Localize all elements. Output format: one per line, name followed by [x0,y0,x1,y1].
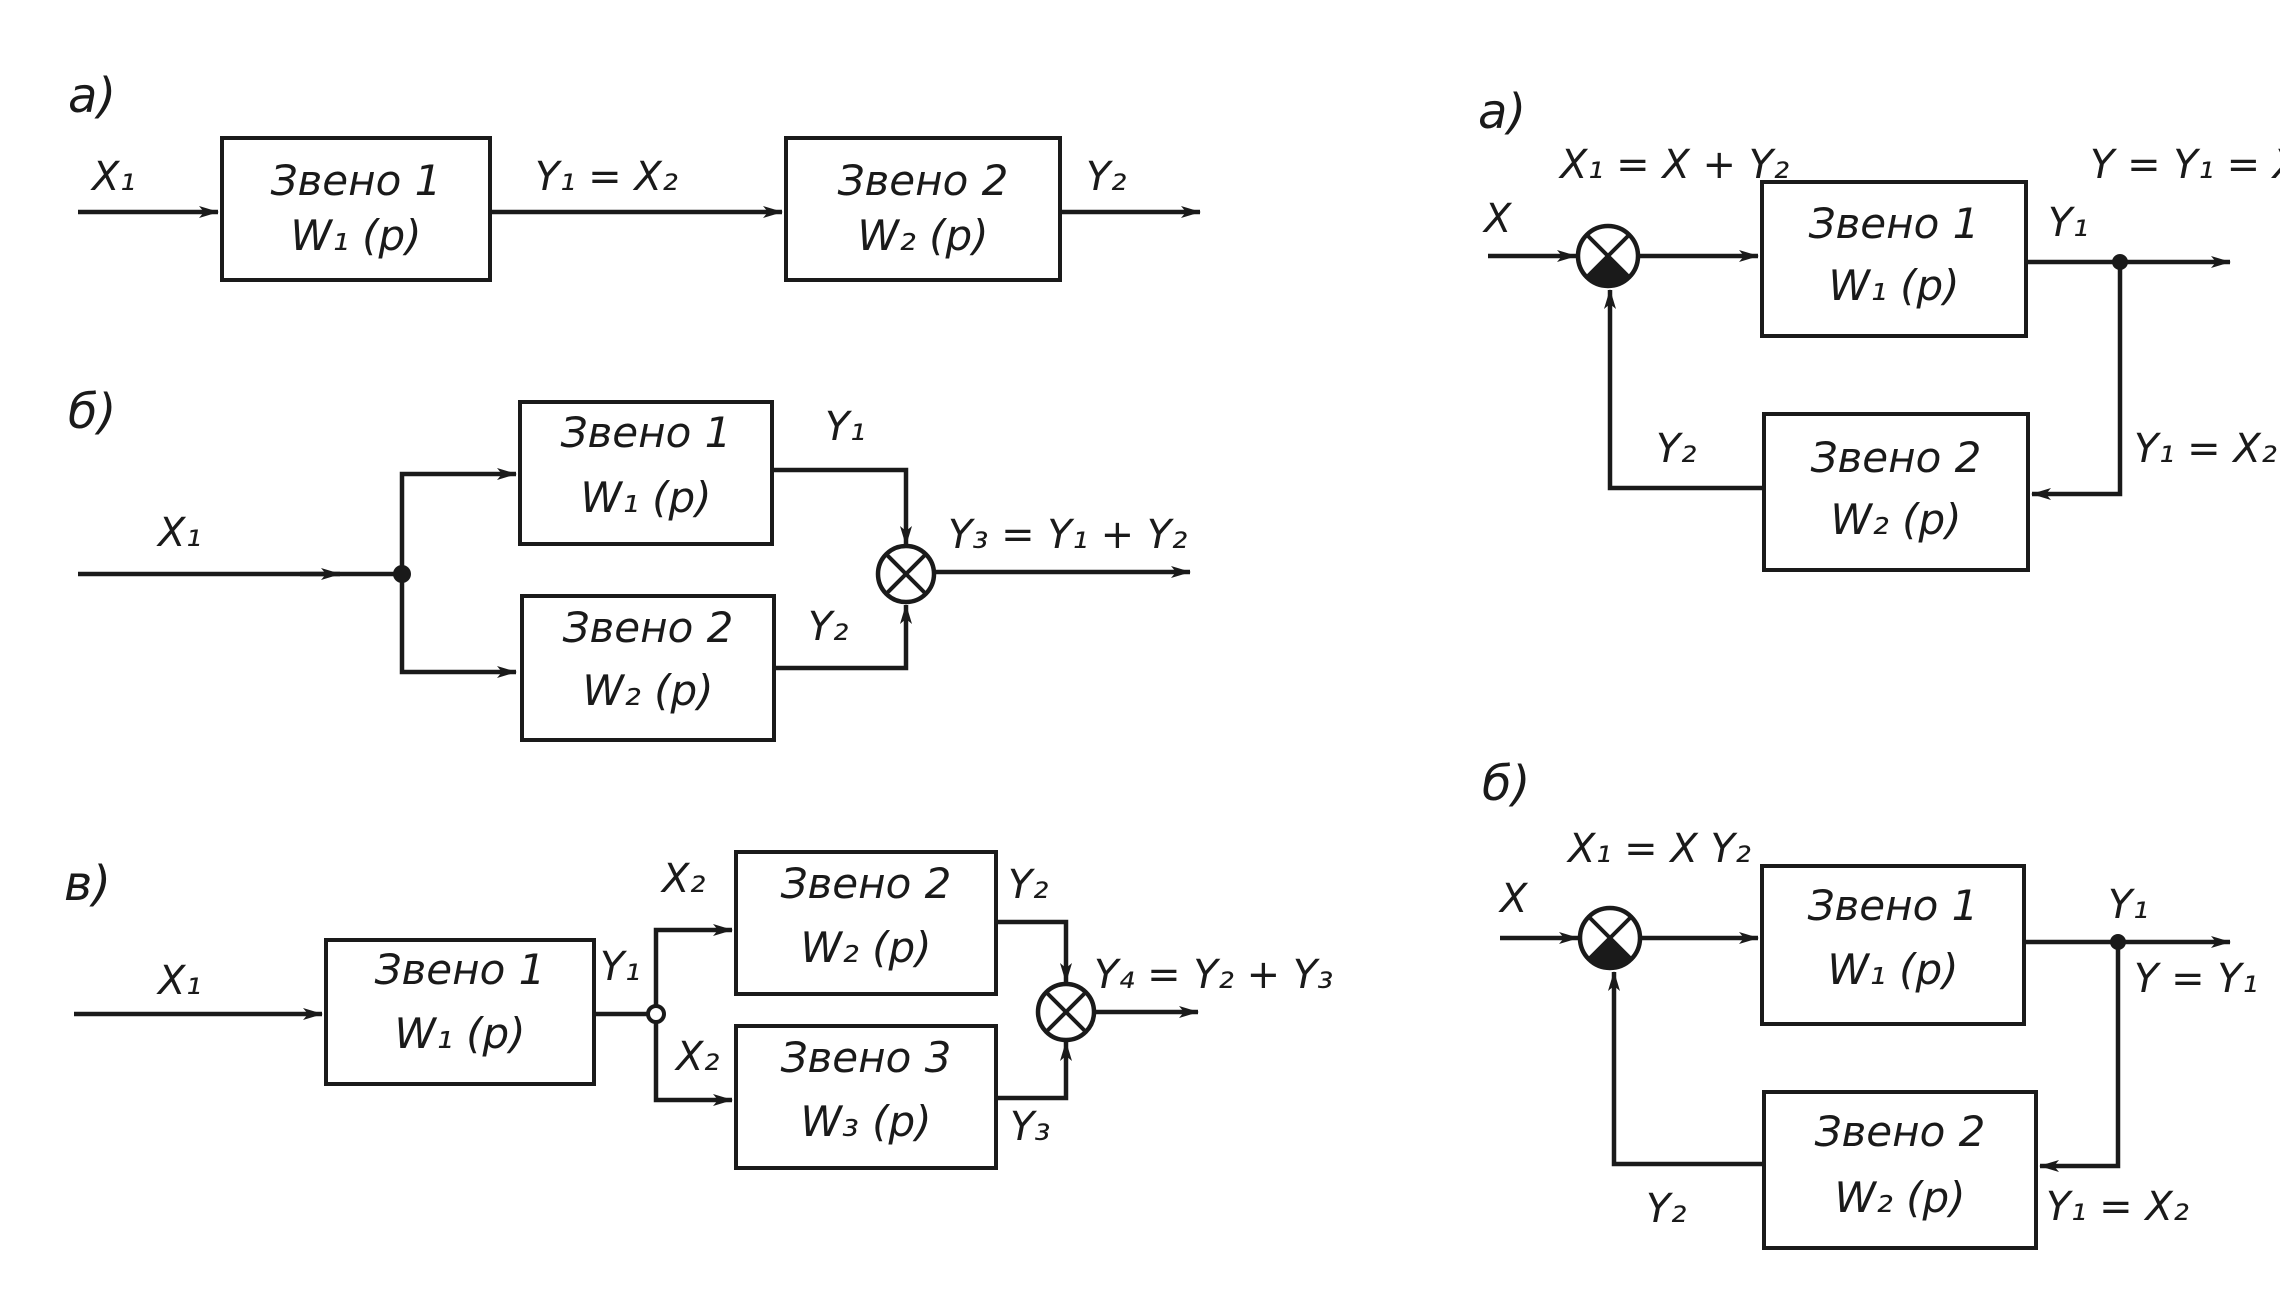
fba-block-2 [1762,412,2030,572]
tag-fa: а) [1478,84,1526,140]
fbb-block-2-tf: W₂ (p) [1834,1173,1965,1222]
mixed-block-2-tf: W₂ (p) [800,923,931,972]
mixed-y2-label: Y₂ [1008,862,1048,908]
parallel-summator-cross-b [884,552,928,596]
mixed-connection: в) X₁ Звено 1 W₁ (p) Y₁ X₂ X₂ Звено 2 W₂… [64,850,1333,1170]
mixed-branch-point [646,1004,666,1024]
fbb-block-1-name: Звено 1 [1808,881,1979,930]
series-block-1-tf: W₁ (p) [290,211,421,260]
series-block-1 [220,136,492,282]
fbb-feedback-input-label: Y₁ = X₂ [2046,1184,2189,1230]
fba-y2-label: Y₂ [1656,426,1696,472]
mixed-block-1 [324,938,596,1086]
fba-feedback-input-label: Y₁ = X₂ [2134,426,2277,472]
tag-v: в) [64,856,111,912]
fbb-input-label: X [1498,876,1529,922]
parallel-block-1-tf: W₁ (p) [580,473,711,522]
mixed-upper-branch [653,924,733,1006]
tag-fb: б) [1482,756,1530,812]
mixed-y3-line [996,1041,1072,1101]
fbb-x1-label: X₁ = X Y₂ [1566,826,1751,872]
mixed-block-1-tf: W₁ (p) [394,1009,525,1058]
mixed-x2-lower-label: X₂ [674,1034,719,1080]
parallel-output-label: Y₃ = Y₁ + Y₂ [948,512,1187,558]
fba-feedback-line [2031,262,2123,500]
fbb-block-1 [1760,864,2026,1026]
fbb-block-2 [1762,1090,2038,1250]
fbb-feedback-line [2039,942,2121,1172]
fba-summator-sector [1587,256,1629,286]
series-block-2-tf: W₂ (p) [857,211,988,260]
fbb-output-label: Y = Y₁ [2134,956,2258,1002]
feedback-negative-connection: б) X X₁ = X Y₂ Звено 1 W₁ (p) Y₁ Y = Y₁ … [1482,756,2258,1250]
fba-y1-label: Y₁ [2048,200,2088,246]
fbb-summator-sector [1589,938,1631,968]
parallel-block-1-name: Звено 1 [561,408,732,457]
mixed-block-1-name: Звено 1 [375,945,546,994]
tag-a: а) [68,68,116,124]
parallel-connection: б) X₁ Звено 1 W₁ (p) Звено 2 W₂ (p) Y₁ Y… [68,384,1191,742]
fba-block-1-tf: W₁ (p) [1828,261,1959,310]
fba-block-2-name: Звено 2 [1811,433,1982,482]
fbb-y2-line [1608,971,1764,1167]
mixed-input-label: X₁ [156,958,201,1004]
mixed-y1-label: Y₁ [600,944,640,990]
series-connection: а) X₁ Звено 1 W₁ (p) Y₁ = X₂ Звено 2 W₂ … [68,68,1201,282]
parallel-input-label: X₁ [156,510,201,556]
series-input-label: X₁ [90,154,135,200]
mixed-block-3-name: Звено 3 [781,1033,952,1082]
mixed-y3-label: Y₃ [1010,1104,1050,1150]
series-output-label: Y₂ [1086,154,1126,200]
mixed-summator-cross-b [1044,990,1088,1034]
feedback-positive-connection: а) X X₁ = X + Y₂ Звено 1 W₁ (p) Y₁ Y = Y… [1478,84,2280,572]
mixed-output-label: Y₄ = Y₂ + Y₃ [1094,952,1333,998]
series-block-2 [784,136,1062,282]
mixed-block-3-tf: W₃ (p) [800,1097,931,1146]
mixed-block-2-name: Звено 2 [781,859,952,908]
fbb-y1-label: Y₁ [2108,882,2148,928]
parallel-y2-line [774,604,912,671]
series-block-2-name: Звено 2 [838,156,1009,205]
parallel-block-1 [518,400,774,546]
fbb-block-2-name: Звено 2 [1815,1107,1986,1156]
fbb-y2-label: Y₂ [1646,1186,1686,1232]
series-block-1-name: Звено 1 [271,156,442,205]
fba-x1-label: X₁ = X + Y₂ [1558,142,1789,188]
fba-block-2-tf: W₂ (p) [1830,495,1961,544]
fbb-summator-cross-b [1587,915,1633,961]
parallel-y1-label: Y₁ [825,404,865,450]
mixed-x2-upper-label: X₂ [660,856,705,902]
fba-block-1-name: Звено 1 [1809,199,1980,248]
parallel-lower-branch [399,574,517,678]
mixed-block-2 [734,850,998,996]
parallel-upper-branch [399,468,517,574]
parallel-block-2-name: Звено 2 [563,603,734,652]
fba-summator-cross-b [1585,233,1631,279]
fba-block-1 [1760,180,2028,338]
fba-input-label: X [1482,196,1513,242]
fba-output-label: Y = Y₁ = X₂ [2090,142,2280,188]
fba-y2-line [1604,289,1764,491]
mixed-lower-branch [653,1022,733,1106]
mixed-y2-line [996,919,1072,983]
parallel-block-2-tf: W₂ (p) [582,666,713,715]
tag-b: б) [68,384,116,440]
mixed-block-3 [734,1024,998,1170]
series-middle-label: Y₁ = X₂ [535,154,678,200]
fbb-block-1-tf: W₁ (p) [1827,945,1958,994]
parallel-y1-line [772,467,912,546]
parallel-y2-label: Y₂ [808,604,848,650]
